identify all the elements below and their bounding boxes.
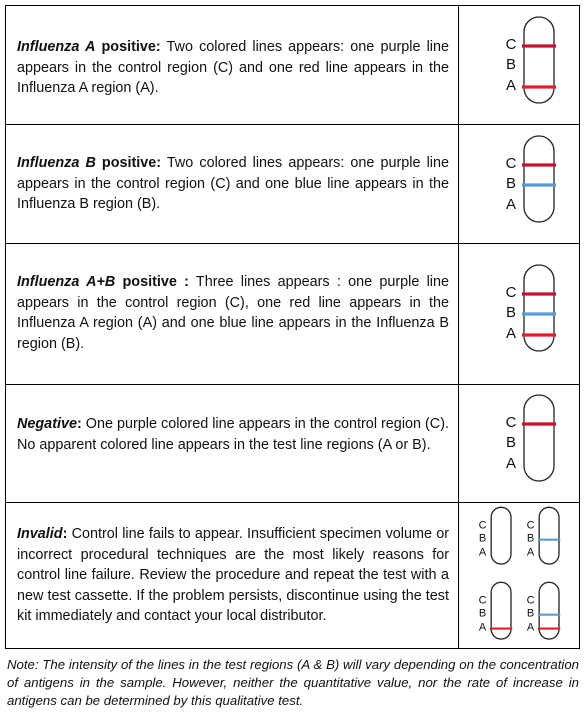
strip-label-a: A — [506, 325, 516, 342]
row-description: Influenza B positive: Two colored lines … — [17, 153, 449, 215]
result-title: Influenza B — [17, 155, 96, 171]
strip-cassette — [538, 581, 560, 640]
strip-label-b: B — [506, 56, 516, 73]
column-divider — [458, 244, 459, 384]
strip-cassette — [490, 506, 512, 565]
strip-cassette — [523, 16, 555, 104]
result-text: Three lines appears : one purple line ap… — [17, 274, 449, 352]
column-divider — [458, 503, 459, 648]
result-text: Two colored lines appears: one purple li… — [17, 155, 449, 212]
strip-label-b: B — [527, 533, 534, 545]
result-title-suffix: : — [77, 416, 82, 432]
row-negative: Negative: One purple colored line appear… — [6, 385, 579, 503]
strip-cassette — [523, 394, 555, 482]
strip-label-a: A — [527, 547, 535, 559]
strip-cassette — [523, 135, 555, 223]
strip-label-b: B — [506, 175, 516, 192]
column-divider — [458, 6, 459, 124]
column-divider — [458, 125, 459, 243]
result-text: Two colored lines appears: one purple li… — [17, 39, 449, 96]
result-text: Control line fails to appear. Insufficie… — [17, 526, 449, 624]
results-table: Influenza A positive: Two colored lines … — [5, 5, 580, 649]
strip-label-a: A — [527, 622, 535, 634]
result-title-suffix: positive: — [95, 155, 162, 171]
result-text: One purple colored line appears in the c… — [17, 416, 449, 453]
test-strip-small: CBA — [527, 581, 561, 640]
result-title: Negative — [17, 416, 77, 432]
test-strip-small: CBA — [479, 581, 513, 640]
strip-label-b: B — [506, 304, 516, 321]
strip-cassette — [538, 506, 560, 565]
result-title-suffix: positive : — [115, 274, 189, 290]
row-influenza-a: Influenza A positive: Two colored lines … — [6, 6, 579, 125]
strip-label-a: A — [479, 622, 487, 634]
strip-label-c: C — [506, 155, 517, 172]
strip-label-c: C — [479, 594, 487, 606]
strip-label-b: B — [479, 608, 486, 620]
strip-label-a: A — [506, 77, 516, 94]
strip-label-b: B — [527, 608, 534, 620]
strip-cassette — [523, 264, 555, 352]
strip-label-b: B — [479, 533, 486, 545]
test-strip-small: CBA — [527, 506, 561, 565]
strip-label-c: C — [527, 594, 535, 606]
result-title-suffix: : — [62, 526, 68, 542]
strip-cassette — [490, 581, 512, 640]
result-title-suffix: positive: — [95, 39, 161, 55]
test-strip-small: CBA — [479, 506, 512, 565]
row-description: Influenza A+B positive : Three lines app… — [17, 272, 449, 354]
strip-label-c: C — [506, 36, 517, 53]
result-title: Influenza A — [17, 39, 96, 55]
row-influenza-ab: Influenza A+B positive : Three lines app… — [6, 244, 579, 385]
row-invalid: Invalid: Control line fails to appear. I… — [6, 503, 579, 648]
row-description: Invalid: Control line fails to appear. I… — [17, 524, 449, 627]
result-title: Influenza A+B — [17, 274, 116, 290]
result-title: Invalid — [17, 526, 63, 542]
row-influenza-b: Influenza B positive: Two colored lines … — [6, 125, 579, 244]
strip-label-c: C — [506, 414, 517, 431]
strip-label-a: A — [479, 547, 487, 559]
test-strip: CBA — [506, 16, 556, 104]
strip-label-a: A — [506, 455, 516, 472]
test-strip: CBA — [506, 135, 556, 223]
row-description: Negative: One purple colored line appear… — [17, 414, 449, 455]
strip-label-c: C — [527, 519, 535, 531]
strip-label-c: C — [479, 519, 487, 531]
test-strip: CBA — [506, 264, 556, 352]
row-description: Influenza A positive: Two colored lines … — [17, 37, 449, 99]
strip-label-c: C — [506, 284, 517, 301]
strip-label-a: A — [506, 196, 516, 213]
column-divider — [458, 385, 459, 502]
strip-label-b: B — [506, 434, 516, 451]
footnote: Note: The intensity of the lines in the … — [7, 657, 579, 708]
test-strip: CBA — [506, 394, 556, 482]
